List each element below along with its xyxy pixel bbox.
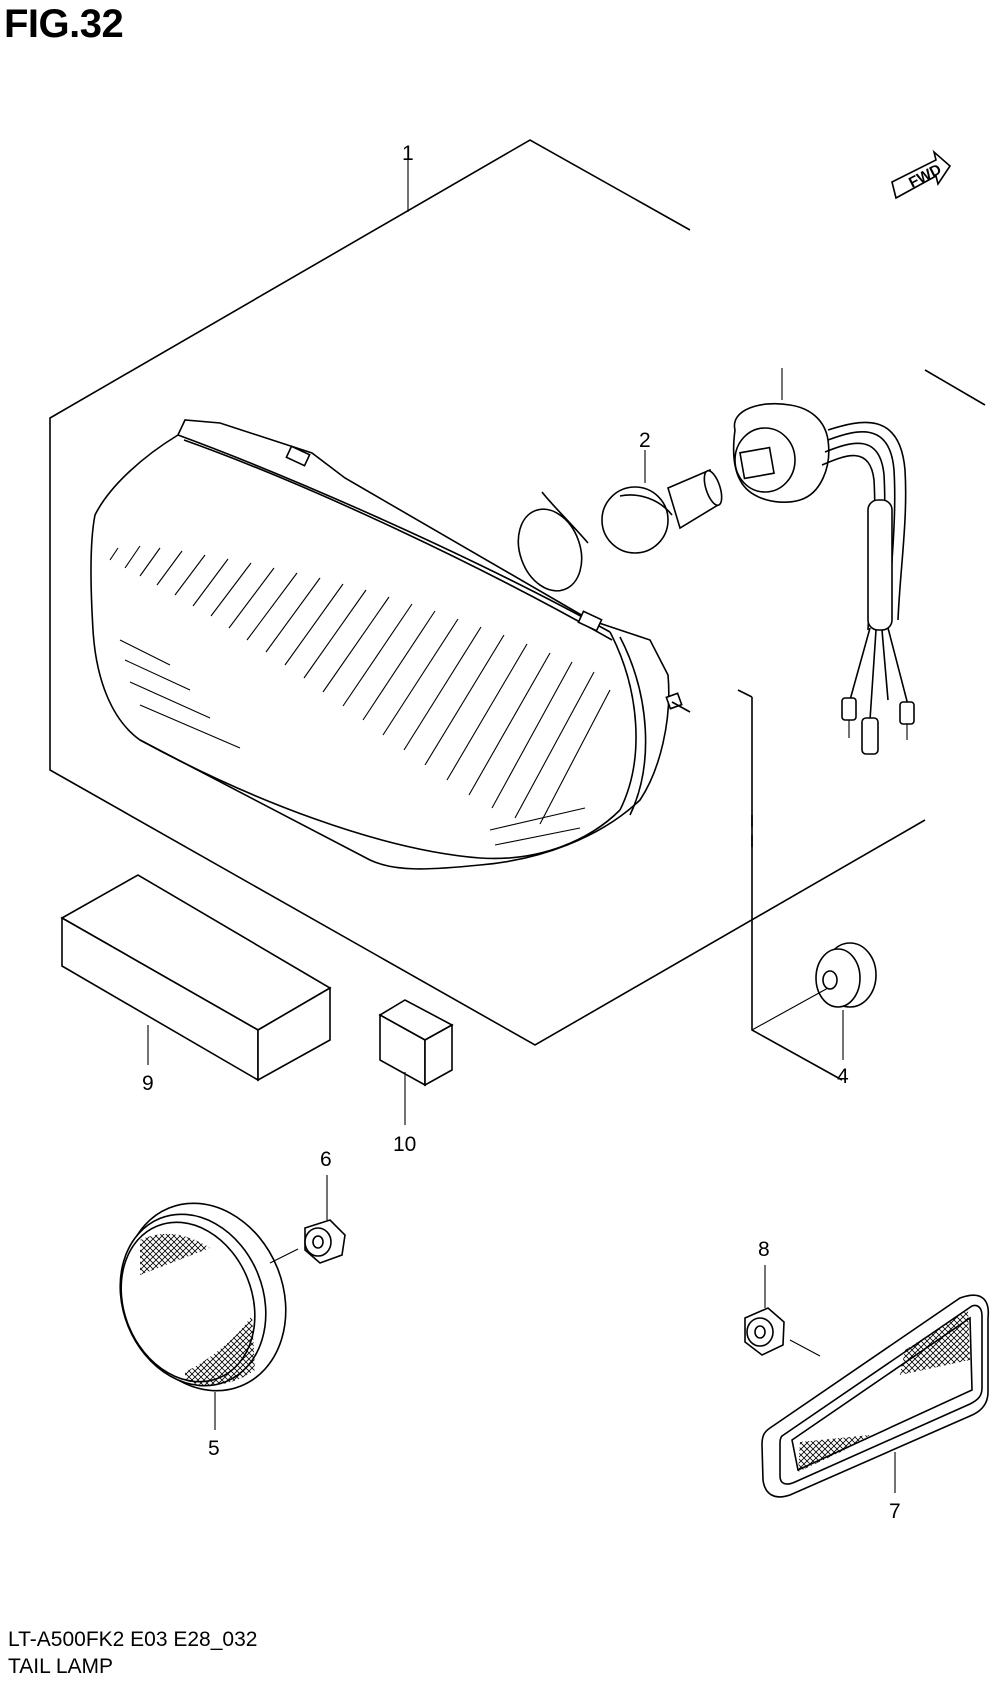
foam-pad-small xyxy=(378,999,454,1125)
callout-4: 4 xyxy=(837,1065,849,1088)
rect-reflector xyxy=(761,1294,990,1498)
callout-5: 5 xyxy=(208,1437,220,1460)
nut-8 xyxy=(744,1265,821,1357)
bulb xyxy=(601,450,723,554)
model-code: LT-A500FK2 E03 E28_032 xyxy=(8,1628,258,1651)
tail-lamp-housing xyxy=(90,419,691,870)
grommet xyxy=(751,942,877,1060)
callout-2: 2 xyxy=(639,429,651,452)
callout-6: 6 xyxy=(320,1148,332,1171)
callout-7: 7 xyxy=(889,1500,901,1523)
nut-6 xyxy=(304,1175,346,1264)
callout-10: 10 xyxy=(393,1133,416,1156)
callout-9: 9 xyxy=(142,1072,154,1095)
callout-1: 1 xyxy=(402,142,414,165)
callout-8: 8 xyxy=(758,1238,770,1261)
socket-harness xyxy=(732,368,915,755)
round-reflector xyxy=(119,1202,299,1430)
figure-title: FIG.32 xyxy=(4,2,124,46)
diagram-name: TAIL LAMP xyxy=(8,1655,114,1678)
fwd-arrow-icon: FWD xyxy=(891,149,952,200)
foam-block-large xyxy=(60,874,332,1082)
